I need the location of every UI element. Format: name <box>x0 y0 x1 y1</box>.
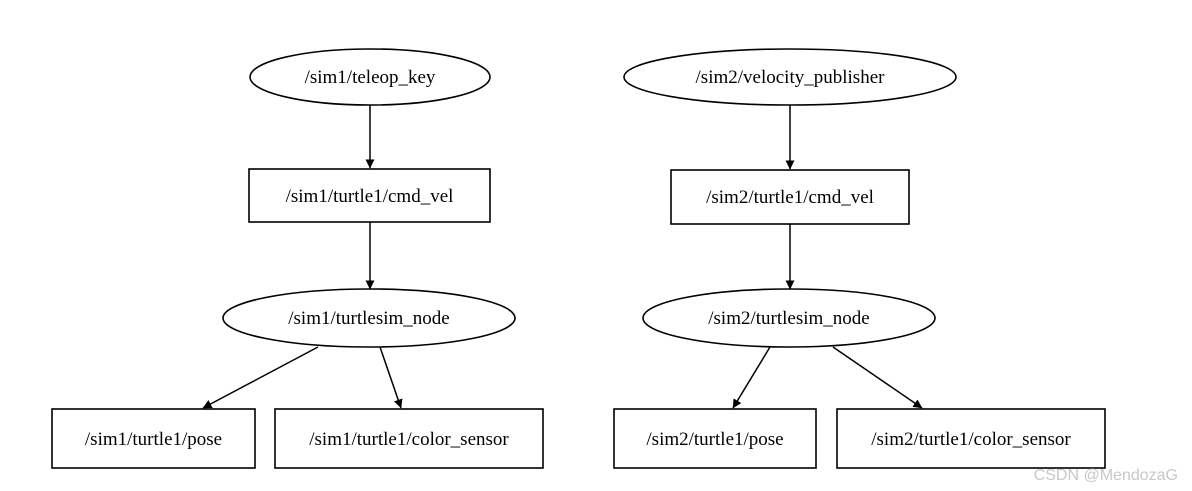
topic-sim1-pose[interactable]: /sim1/turtle1/pose <box>51 408 256 469</box>
watermark: CSDN @MendozaG <box>1034 467 1178 484</box>
edge-turtlesim-to-color-sensor <box>379 346 403 409</box>
topic-label: /sim2/turtle1/color_sensor <box>871 429 1071 450</box>
topic-label: /sim1/turtle1/pose <box>85 429 222 450</box>
edge-turtlesim-to-pose <box>202 346 319 409</box>
node-label: /sim1/turtlesim_node <box>288 308 450 329</box>
topic-label: /sim2/turtle1/pose <box>646 429 783 450</box>
edge-turtlesim-to-color-sensor <box>832 346 923 409</box>
edge-turtlesim-to-pose <box>732 346 771 409</box>
topic-label: /sim1/turtle1/color_sensor <box>309 429 509 450</box>
node-label: /sim1/teleop_key <box>305 67 436 88</box>
topic-label: /sim2/turtle1/cmd_vel <box>706 187 874 208</box>
graph-sim2: /sim2/velocity_publisher /sim2/turtle1/c… <box>613 48 1106 469</box>
graph-sim1: /sim1/teleop_key /sim1/turtle1/cmd_vel /… <box>51 48 544 469</box>
node-sim2-turtlesim[interactable]: /sim2/turtlesim_node <box>642 288 936 348</box>
node-label: /sim2/turtlesim_node <box>708 308 870 329</box>
node-sim2-velocity-publisher[interactable]: /sim2/velocity_publisher <box>623 48 957 106</box>
topic-sim2-pose[interactable]: /sim2/turtle1/pose <box>613 408 817 469</box>
node-sim1-teleop-key[interactable]: /sim1/teleop_key <box>249 48 491 106</box>
topic-sim2-cmd-vel[interactable]: /sim2/turtle1/cmd_vel <box>670 169 910 225</box>
topic-sim1-cmd-vel[interactable]: /sim1/turtle1/cmd_vel <box>248 168 491 223</box>
node-sim1-turtlesim[interactable]: /sim1/turtlesim_node <box>222 288 516 348</box>
topic-label: /sim1/turtle1/cmd_vel <box>286 186 454 207</box>
topic-sim1-color-sensor[interactable]: /sim1/turtle1/color_sensor <box>274 408 544 469</box>
topic-sim2-color-sensor[interactable]: /sim2/turtle1/color_sensor <box>836 408 1106 469</box>
node-label: /sim2/velocity_publisher <box>696 67 886 88</box>
